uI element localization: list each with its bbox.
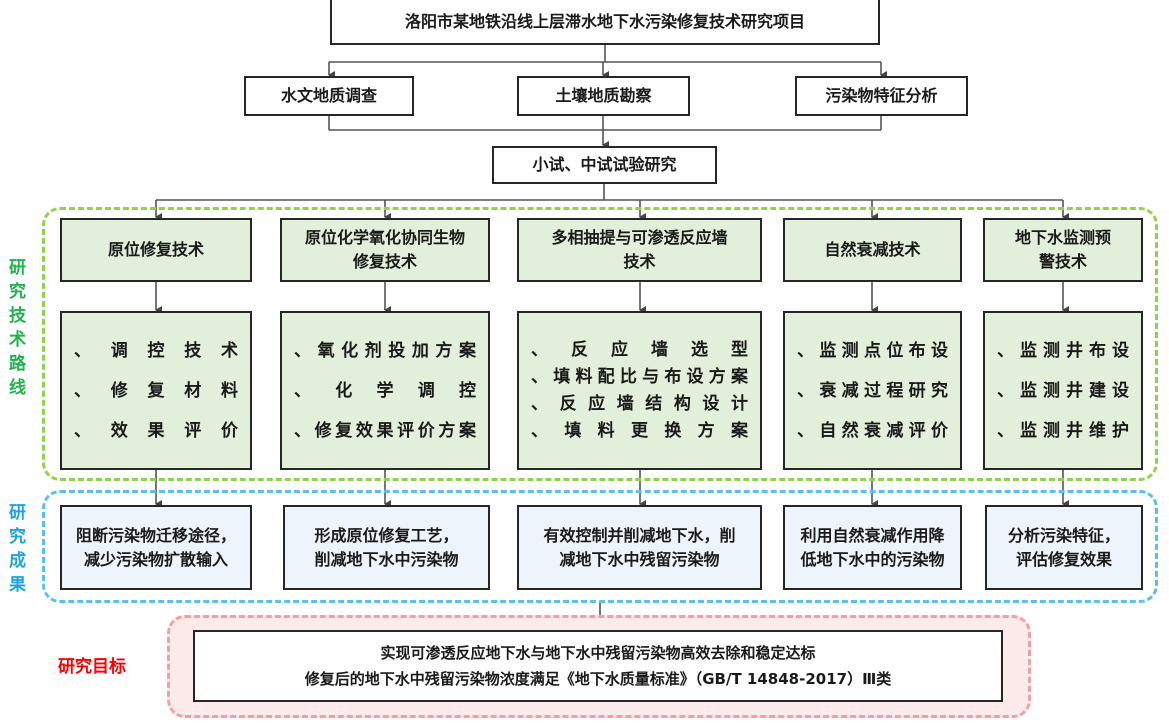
outcome-text: 分析污染特征，	[1007, 525, 1120, 545]
technique-header-4: 自然衰减技术	[783, 218, 962, 282]
experiment-label: 小试、中试试验研究	[532, 155, 677, 174]
technique-items-3: 、反应墙选型 、填料配比与布设方案 、反应墙结构设计 、填料更换方案	[517, 311, 762, 470]
goal-text: 修复后的地下水中残留污染物浓度满足《地下水质量标准》（GB/T 14848-20…	[304, 670, 892, 688]
outcome-box-1: 阻断污染物迁移途径， 减少污染物扩散输入	[60, 505, 252, 590]
list-item: 、氧化剂投加方案	[294, 340, 476, 361]
outcome-text: 削减地下水中污染物	[314, 549, 459, 569]
list-item: 、反应墙结构设计	[531, 393, 748, 414]
list-item: 、反应墙选型	[531, 339, 748, 360]
list-item: 、调控技术	[74, 340, 238, 361]
research-goal-label: 研究目标	[58, 657, 126, 677]
technique-title: 修复技术	[352, 252, 417, 271]
outcome-text: 评估修复效果	[1015, 549, 1112, 569]
research-outcome-region	[42, 490, 1158, 603]
list-item: 、自然衰减评价	[797, 420, 948, 441]
goal-box: 实现可渗透反应地下水与地下水中残留污染物高效去除和稳定达标 修复后的地下水中残留…	[193, 630, 1003, 702]
technique-title: 警技术	[1038, 252, 1087, 271]
outcome-text: 阻断污染物迁移途径，	[75, 525, 236, 545]
project-title-box: 洛阳市某地铁沿线上层滞水地下水污染修复技术研究项目	[330, 0, 880, 45]
outcome-text: 有效控制并削减地下水，削	[543, 525, 736, 545]
technique-title: 地下水监测预	[1014, 228, 1111, 247]
list-item: 、监测点位布设	[797, 340, 948, 361]
outcome-text: 减少污染物扩散输入	[83, 549, 228, 569]
goal-text: 实现可渗透反应地下水与地下水中残留污染物高效去除和稳定达标	[380, 644, 816, 662]
list-item: 、衰减过程研究	[797, 380, 948, 401]
list-item: 、修复效果评价方案	[294, 420, 476, 441]
outcome-box-2: 形成原位修复工艺， 削减地下水中污染物	[283, 505, 490, 590]
list-item: 、修复材料	[74, 380, 238, 401]
project-title: 洛阳市某地铁沿线上层滞水地下水污染修复技术研究项目	[404, 11, 805, 31]
outcome-text: 形成原位修复工艺，	[314, 525, 459, 545]
technique-items-1: 、调控技术 、修复材料 、效果评价	[60, 311, 252, 470]
technique-title: 多相抽提与可渗透反应墙	[551, 228, 728, 247]
technique-header-1: 原位修复技术	[60, 218, 252, 282]
outcome-box-5: 分析污染特征， 评估修复效果	[985, 505, 1143, 590]
outcome-text: 减地下水中残留污染物	[559, 549, 720, 569]
list-item: 、填料更换方案	[531, 420, 748, 441]
survey-box-soil: 土壤地质勘察	[517, 76, 690, 116]
technique-title: 技术	[623, 252, 656, 271]
technique-title: 原位修复技术	[107, 240, 204, 259]
survey-label: 水文地质调查	[280, 86, 377, 105]
list-item: 、化学调控	[294, 380, 476, 401]
outcome-box-4: 利用自然衰减作用降 低地下水中的污染物	[783, 505, 962, 590]
experiment-box: 小试、中试试验研究	[492, 146, 717, 184]
list-item: 、监测井建设	[997, 380, 1129, 401]
technique-header-2: 原位化学氧化协同生物 修复技术	[280, 218, 490, 282]
list-item: 、效果评价	[74, 420, 238, 441]
technical-route-label: 研究技术路线	[5, 258, 25, 402]
survey-label: 污染物特征分析	[825, 86, 938, 105]
survey-label: 土壤地质勘察	[555, 86, 652, 105]
outcome-text: 利用自然衰减作用降	[800, 525, 945, 545]
technique-items-4: 、监测点位布设 、衰减过程研究 、自然衰减评价	[783, 311, 962, 470]
list-item: 、监测井维护	[997, 420, 1129, 441]
technique-title: 原位化学氧化协同生物	[304, 228, 465, 247]
survey-box-pollutant: 污染物特征分析	[795, 76, 968, 116]
list-item: 、监测井布设	[997, 340, 1129, 361]
technique-header-5: 地下水监测预 警技术	[983, 218, 1143, 282]
survey-box-hydrogeology: 水文地质调查	[244, 76, 414, 116]
technique-items-2: 、氧化剂投加方案 、化学调控 、修复效果评价方案	[280, 311, 490, 470]
technical-route-region	[42, 207, 1158, 481]
outcome-box-3: 有效控制并削减地下水，削 减地下水中残留污染物	[517, 505, 762, 590]
technique-items-5: 、监测井布设 、监测井建设 、监测井维护	[983, 311, 1143, 470]
outcome-text: 低地下水中的污染物	[800, 549, 945, 569]
technique-header-3: 多相抽提与可渗透反应墙 技术	[517, 218, 762, 282]
list-item: 、填料配比与布设方案	[531, 366, 748, 387]
technique-title: 自然衰减技术	[824, 240, 921, 259]
research-outcome-label: 研究成果	[5, 503, 25, 599]
